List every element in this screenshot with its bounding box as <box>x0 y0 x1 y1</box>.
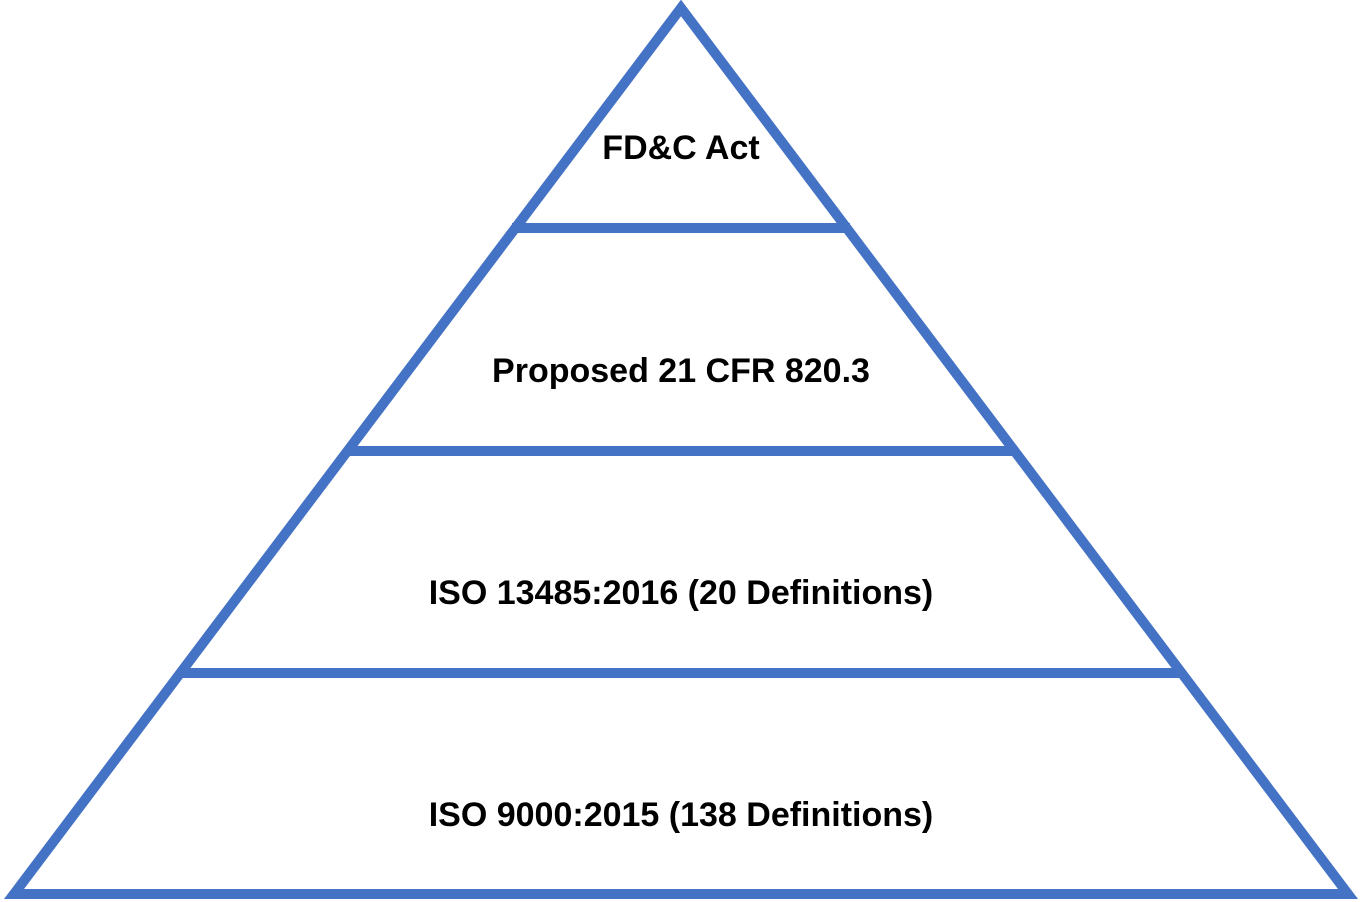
tier-label-fdc-act: FD&C Act <box>602 129 759 167</box>
tier-label-21-cfr-820: Proposed 21 CFR 820.3 <box>492 352 870 390</box>
tier-label-iso-13485: ISO 13485:2016 (20 Definitions) <box>429 574 934 612</box>
tier-label-iso-9000: ISO 9000:2015 (138 Definitions) <box>429 796 934 834</box>
